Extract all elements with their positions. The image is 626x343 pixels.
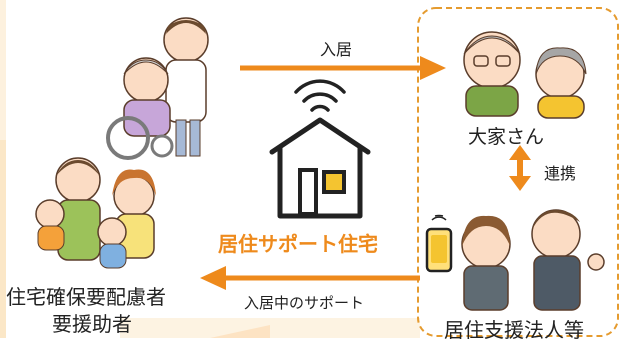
landlord-couple-illustration bbox=[463, 31, 587, 119]
house-icon bbox=[269, 117, 371, 219]
support-arrow bbox=[200, 266, 420, 290]
smartphone-icon bbox=[425, 214, 453, 273]
move-in-label: 入居 bbox=[320, 40, 353, 59]
light-beam-shape bbox=[210, 325, 270, 338]
cooperation-arrow bbox=[509, 145, 531, 191]
family-illustration bbox=[35, 157, 156, 269]
support-staff-illustration bbox=[461, 209, 605, 311]
wifi-icon bbox=[294, 79, 346, 112]
partner-group-border bbox=[417, 7, 619, 337]
move-in-arrow bbox=[240, 56, 446, 80]
corp-label: 居住支援法人等 bbox=[444, 318, 584, 342]
house-label: 居住サポート住宅 bbox=[218, 232, 378, 256]
needy-label-line2: 要援助者 bbox=[52, 312, 132, 336]
landlord-label: 大家さん bbox=[468, 126, 545, 148]
support-label: 入居中のサポート bbox=[244, 294, 365, 312]
elderly-caregiver-illustration bbox=[106, 17, 209, 160]
needy-label-line1: 住宅確保要配慮者 bbox=[6, 285, 166, 309]
left-background-strip-lower bbox=[0, 140, 6, 338]
cooperation-label: 連携 bbox=[544, 164, 577, 183]
